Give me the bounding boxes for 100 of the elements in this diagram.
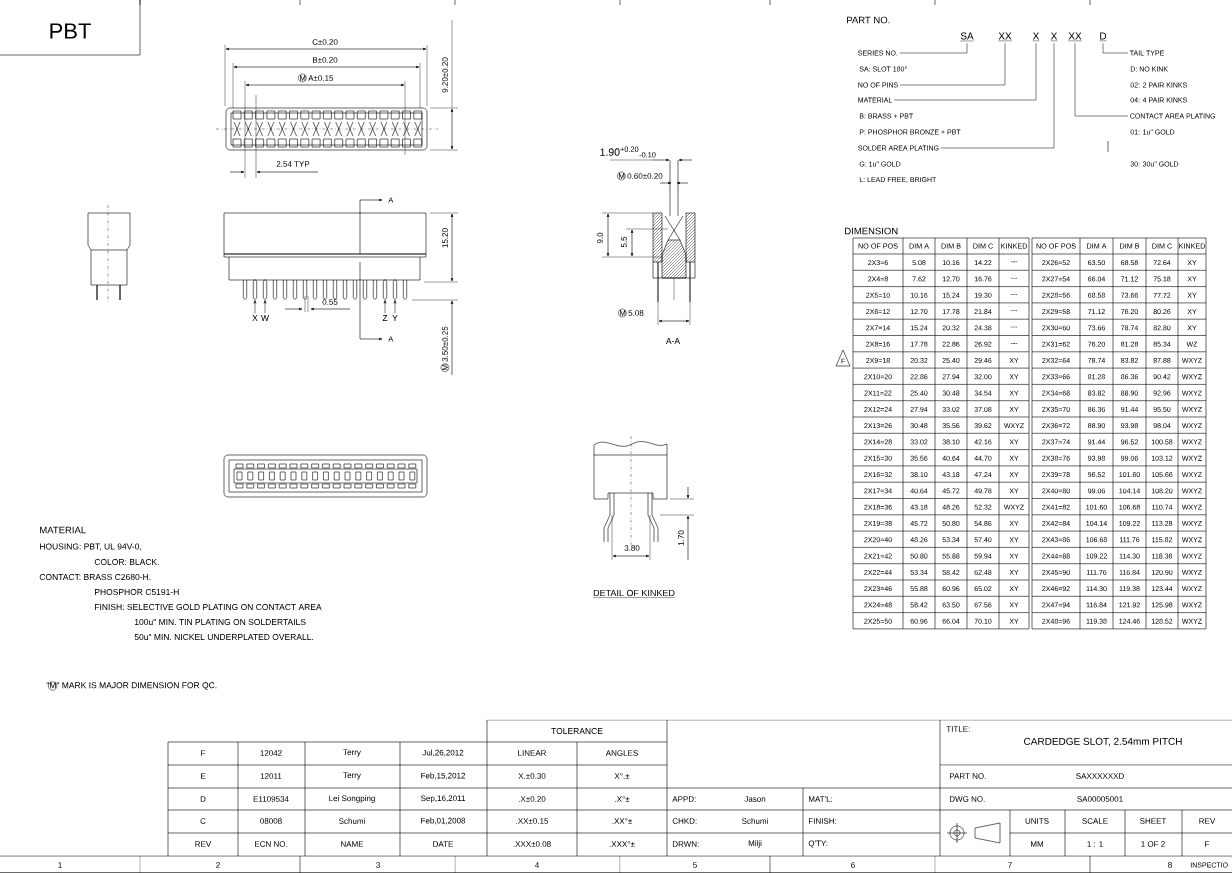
field-value: 1 : 1 [1087, 841, 1103, 847]
revision-entry: ECN NO. [255, 841, 287, 847]
field-value: SAXXXXXXD [1076, 773, 1124, 779]
pin-label: Z [382, 315, 388, 321]
material-title: PBT [50, 23, 91, 39]
tolerance-entry: ANGLES [605, 750, 638, 756]
revision-entry: Schumi [339, 818, 365, 824]
field-label: SHEET [1140, 818, 1167, 824]
revision-entry: Jul,26,2012 [422, 749, 464, 757]
revision-entry: Lei Songping [329, 795, 375, 803]
tolerance-entry: .XXX°± [609, 841, 635, 847]
field-label: FINISH: [808, 818, 836, 824]
part-code: X [1050, 32, 1058, 42]
revision-entry: 12011 [260, 773, 282, 779]
leader-line [899, 43, 968, 54]
part-code: D [1099, 32, 1107, 42]
revision-entry: Feb,01,2008 [421, 817, 466, 825]
tolerance-heading: TOLERANCE [551, 728, 603, 734]
note-text: CONTACT: BRASS C2680-H. [39, 574, 151, 580]
leader-arrow [263, 299, 267, 314]
note-text: 50u" MIN. NICKEL UNDERPLATED OVERALL. [134, 634, 314, 640]
field-value: MM [1031, 841, 1043, 847]
zone-number: 4 [534, 862, 539, 868]
zone-number: 2 [216, 862, 220, 868]
field-label: APPD: [672, 796, 696, 802]
dimension-text: 3.80 [624, 545, 640, 551]
part-code: XX [1068, 32, 1082, 42]
drawing-title: CARDEDGE SLOT, 2.54mm PITCH [1024, 737, 1182, 747]
dimension-text: M 5.08 [618, 308, 644, 318]
zone-number: 7 [1008, 862, 1012, 868]
dimension-text: M 3.50±0.25 [440, 326, 450, 372]
field-label: DWG NO. [949, 796, 985, 802]
pin-label: Y [392, 315, 398, 321]
leader-line [1102, 43, 1129, 54]
dimension-text: 15.20 [442, 228, 448, 248]
pin-label: X [252, 315, 258, 321]
dimension-text: M 0.60±0.20 [617, 171, 663, 181]
field-label: PART NO. [949, 773, 986, 779]
pin-label: W [261, 315, 269, 321]
revision-entry: NAME [341, 841, 364, 847]
revision-entry: E1109534 [253, 796, 289, 802]
revision-entry: DATE [433, 841, 454, 847]
leader-line [1074, 43, 1129, 117]
material-heading: MATERIAL [40, 526, 86, 534]
dimension-text: 9.0 [597, 232, 603, 244]
field-label: DRWN: [672, 841, 699, 847]
dimension-text: 0.55 [322, 299, 338, 305]
table-heading: DIMENSION [845, 227, 898, 235]
revision-entry: Sep,16,2011 [421, 795, 465, 803]
field-value: SA00005001 [1077, 796, 1123, 802]
zone-number: 5 [693, 862, 697, 868]
dimension-text: 1.70 [678, 530, 684, 546]
field-label: Q'TY: [808, 840, 828, 848]
revision-entry: D [200, 796, 206, 802]
zone-number: 8 [1168, 862, 1172, 868]
dimension-text: 5.5 [621, 236, 627, 248]
zone-number: 6 [851, 862, 855, 868]
tolerance-entry: .X±0.20 [519, 796, 546, 802]
view-title: DETAIL OF KINKED [592, 589, 676, 598]
revision-entry: Feb,15,2012 [421, 772, 466, 780]
note-text: HOUSING: PBT, UL 94V-0, [40, 543, 142, 551]
field-label: CHKD: [672, 818, 697, 824]
revision-entry: Terry [343, 749, 361, 757]
note-text: FINISH: SELECTIVE GOLD PLATING ON CONTACT AREA [95, 604, 322, 610]
tolerance-entry: .XX±0.15 [516, 818, 549, 824]
contact-pin [383, 279, 387, 300]
revision-entry: 08008 [260, 818, 282, 824]
part-number-heading: PART NO. [847, 16, 890, 24]
note-text: 100u" MIN. TIN PLATING ON SOLDERTAILS [134, 619, 306, 625]
field-label: TITLE: [946, 726, 970, 732]
tolerance-entry: .XXX±0.08 [513, 841, 551, 847]
field-label: UNITS [1025, 818, 1049, 824]
signature-name: Schumi [742, 818, 768, 824]
tolerance-entry: .X°± [615, 796, 630, 802]
view-title: A-A [665, 338, 681, 344]
field-label: MAT'L: [808, 796, 833, 802]
zone-number: 3 [376, 862, 380, 868]
leader-arrow [383, 299, 387, 314]
leader-arrow [393, 299, 397, 314]
revision-entry: C [200, 818, 206, 824]
part-code: X [1032, 32, 1040, 42]
part-code: XX [998, 32, 1012, 42]
field-label: REV [1199, 818, 1216, 824]
tolerance-entry: .XX°± [612, 818, 632, 824]
dimension-text: C±0.20 [312, 39, 338, 45]
note-text: PHOSPHOR C5191-H [95, 589, 179, 595]
field-label: SCALE [1082, 818, 1108, 824]
revision-entry: F [201, 750, 206, 756]
signature-name: Milji [748, 840, 762, 848]
revision-entry: E [201, 773, 206, 779]
note-text: "M" MARK IS MAJOR DIMENSION FOR QC. [46, 681, 217, 691]
dimension-text: 9.20±0.20 [442, 57, 448, 93]
contact-pin [253, 279, 257, 300]
revision-entry: Terry [343, 772, 361, 780]
revision-entry: REV [195, 841, 212, 847]
signature-name: Jason [744, 796, 766, 802]
contact-pin [393, 279, 397, 300]
field-value: F [1205, 841, 1210, 847]
revision-entry: 12042 [260, 750, 282, 756]
note-text: COLOR: BLACK. [94, 559, 159, 565]
